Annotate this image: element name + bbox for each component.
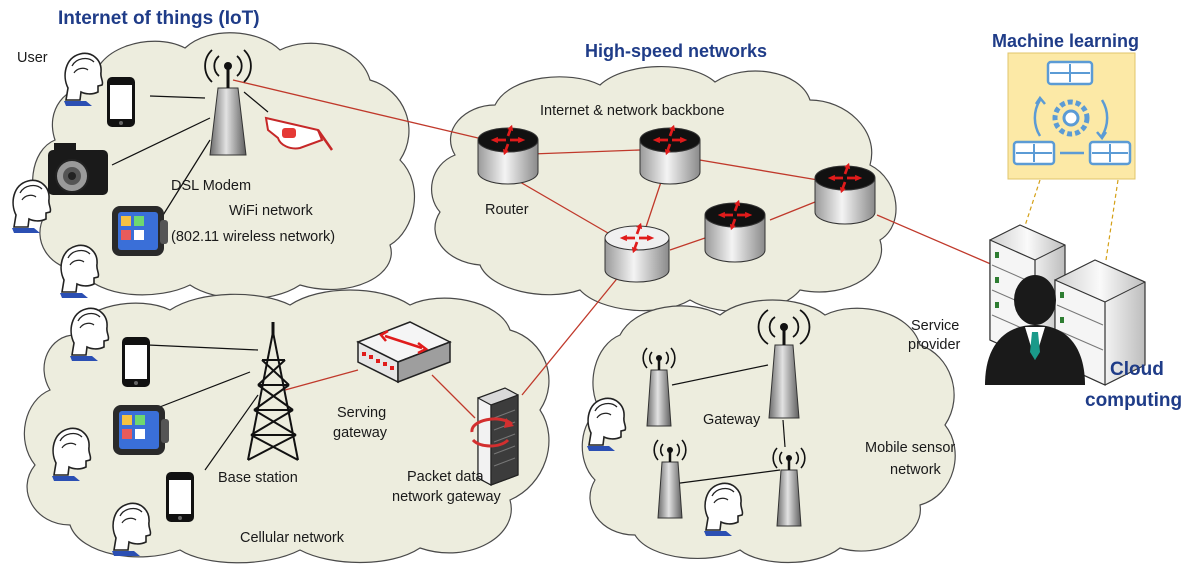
pdn-gateway-label-line1: Packet data <box>407 469 484 485</box>
base-station-label: Base station <box>218 470 298 486</box>
switch-icon <box>356 321 452 384</box>
user-icon <box>59 244 100 299</box>
wifi-standard-label: (802.11 wireless network) <box>171 229 336 245</box>
cloud-title-line2: computing <box>1085 390 1183 411</box>
dsl-modem-label: DSL Modem <box>171 178 252 194</box>
router-icon <box>704 198 766 263</box>
user-label: User <box>17 50 48 66</box>
smartwatch-icon <box>112 206 168 256</box>
sensor-node-icon <box>757 309 811 419</box>
server-rack-icon <box>1054 259 1146 386</box>
service-provider-label-line1: Service <box>911 318 960 334</box>
router-icon <box>477 123 539 185</box>
service-provider-icon <box>985 275 1085 385</box>
service-provider-label-line2: provider <box>908 337 961 353</box>
smart-glasses-icon <box>264 116 334 151</box>
backbone-label: Internet & network backbone <box>540 103 725 119</box>
serving-gateway-label-line1: Serving <box>337 405 387 421</box>
cellular-network-label: Cellular network <box>240 530 344 546</box>
ml-cloud-connectors <box>1021 179 1119 261</box>
high-speed-networks-title: High-speed networks <box>585 41 768 61</box>
iot-links <box>111 91 786 486</box>
machine-learning-title: Machine learning <box>992 31 1140 51</box>
router-icon <box>639 123 701 185</box>
gateway-label: Gateway <box>703 412 761 428</box>
server-tower-icon <box>470 387 519 487</box>
cloud-title-line1: Cloud <box>1110 359 1164 380</box>
wifi-network-label: WiFi network <box>229 203 313 219</box>
sensor-cloud <box>581 299 956 563</box>
smartwatch-icon <box>113 405 169 455</box>
wifi-antenna-icon <box>204 49 252 156</box>
smartphone-icon <box>166 472 194 522</box>
cell-tower-icon <box>247 322 299 461</box>
router-icon <box>604 221 670 283</box>
serving-gateway-label-line2: gateway <box>333 425 388 441</box>
pdn-gateway-label-line2: network gateway <box>392 489 501 505</box>
smartphone-icon <box>122 337 150 387</box>
router-icon <box>814 161 876 225</box>
smartphone-icon <box>107 77 135 127</box>
machine-learning-icon <box>1007 52 1136 180</box>
iot-title: Internet of things (IoT) <box>58 8 260 29</box>
router-label: Router <box>485 202 529 218</box>
mobile-sensor-label-line1: Mobile sensor <box>865 440 956 456</box>
mobile-sensor-label-line2: network <box>890 462 941 478</box>
camera-icon <box>48 143 108 195</box>
backbone-cloud <box>431 66 897 313</box>
